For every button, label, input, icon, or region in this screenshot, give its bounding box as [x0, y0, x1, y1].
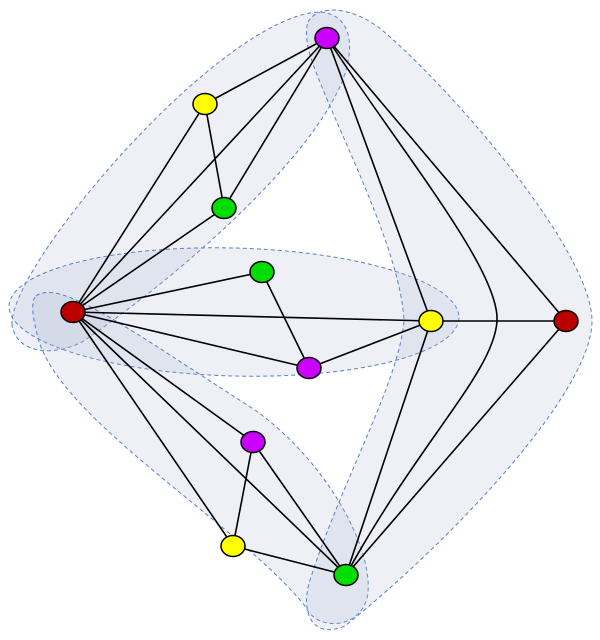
edge-G1-R1 [72, 207, 225, 313]
edges [72, 37, 567, 576]
edge-P2-Y2 [308, 320, 432, 369]
edge-R2-G3 [345, 320, 567, 576]
edge-R1-P3 [72, 311, 254, 443]
edge-Y2-G3 [345, 320, 432, 576]
edge-G2-P2 [261, 271, 310, 369]
edge-P3-G3 [252, 441, 347, 576]
hyperedge-hulls [8, 9, 593, 631]
nodes [60, 26, 579, 587]
hyperedge-hull-right [305, 9, 593, 631]
edge-Y3-G3 [232, 545, 347, 576]
edge-R1-Y3 [72, 311, 234, 547]
edge-P1-R2 [326, 37, 567, 322]
node-Y1-yellow[interactable] [192, 92, 218, 116]
node-P3-purple[interactable] [240, 430, 266, 454]
edge-Y1-R1 [72, 103, 206, 313]
node-G3-green[interactable] [333, 563, 359, 587]
edge-R1-G3 [72, 311, 347, 576]
edge-Y1-G1 [204, 103, 225, 209]
node-G1-green[interactable] [211, 196, 237, 220]
hyperedge-hull-top-left [11, 11, 351, 352]
edge-P1-Y1 [204, 37, 328, 105]
node-R2-red[interactable] [553, 309, 579, 333]
node-P2-purple[interactable] [296, 356, 322, 380]
node-P1-purple[interactable] [314, 26, 340, 50]
node-Y2-yellow[interactable] [418, 309, 444, 333]
edge-P1-Y2 [326, 37, 432, 322]
edge-P3-Y3 [232, 441, 254, 547]
edge-R1-P2 [72, 311, 310, 369]
edge-R1-G2 [72, 271, 263, 313]
edge-R1-Y2 [72, 311, 432, 322]
edge-P1-G1 [223, 37, 328, 209]
node-Y3-yellow[interactable] [220, 534, 246, 558]
edge-P1-R1 [72, 37, 328, 313]
node-R1-red[interactable] [60, 300, 86, 324]
hyperedge-hull-middle [8, 247, 460, 377]
node-G2-green[interactable] [249, 260, 275, 284]
